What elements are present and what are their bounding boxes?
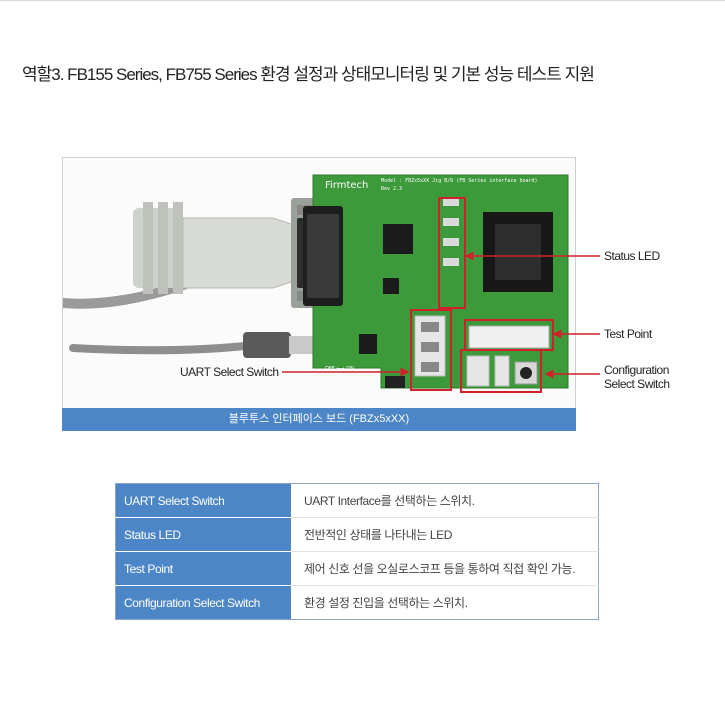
board-rev: Rev 2.3 [381,186,402,192]
feature-name-cell: UART Select Switch [115,483,291,518]
pcb-board: Firmtech Model : FBZx5xXX Jig B/D (FB Se… [303,174,569,389]
callout-status-led: Status LED [604,249,660,263]
feature-description-cell: 전반적인 상태를 나타내는 LED [291,517,599,552]
feature-description-cell: 제어 신호 선을 오실로스코프 등을 통하여 직접 확인 가능. [291,551,599,586]
feature-name-cell: Test Point [115,551,291,586]
page-title: 역할3. FB155 Series, FB755 Series 환경 설정과 상… [22,65,595,84]
callout-test-point: Test Point [604,327,652,341]
feature-name-cell: Status LED [115,517,291,552]
board-switch-label: OFF ←→ ON [325,366,354,372]
board-model: Model : FBZx5xXX Jig B/D (FB Series inte… [381,178,538,184]
callout-uart-select: UART Select Switch [180,365,279,379]
usb-plug [243,332,317,358]
table-row: Configuration Select Switch 환경 설정 진입을 선택하… [115,585,599,620]
callout-configuration-line2: Select Switch [604,377,670,391]
feature-description-cell: UART Interface를 선택하는 스위치. [291,483,599,518]
feature-name-cell: Configuration Select Switch [115,585,291,620]
uart-switch-highlight [410,309,452,391]
feature-description-cell: 환경 설정 진입을 선택하는 스위치. [304,596,468,610]
top-divider [0,0,725,1]
photo-caption: 블루투스 인터페이스 보드 (FBZx5xXX) [62,408,576,431]
callout-configuration-line1: Configuration [604,363,669,377]
board-illustration: Firmtech Model : FBZx5xXX Jig B/D (FB Se… [63,174,569,393]
product-photo: Firmtech Model : FBZx5xXX Jig B/D (FB Se… [62,157,576,430]
callout-configuration-switch: Configuration Select Switch [604,363,670,391]
board-brand: Firmtech [325,180,368,191]
